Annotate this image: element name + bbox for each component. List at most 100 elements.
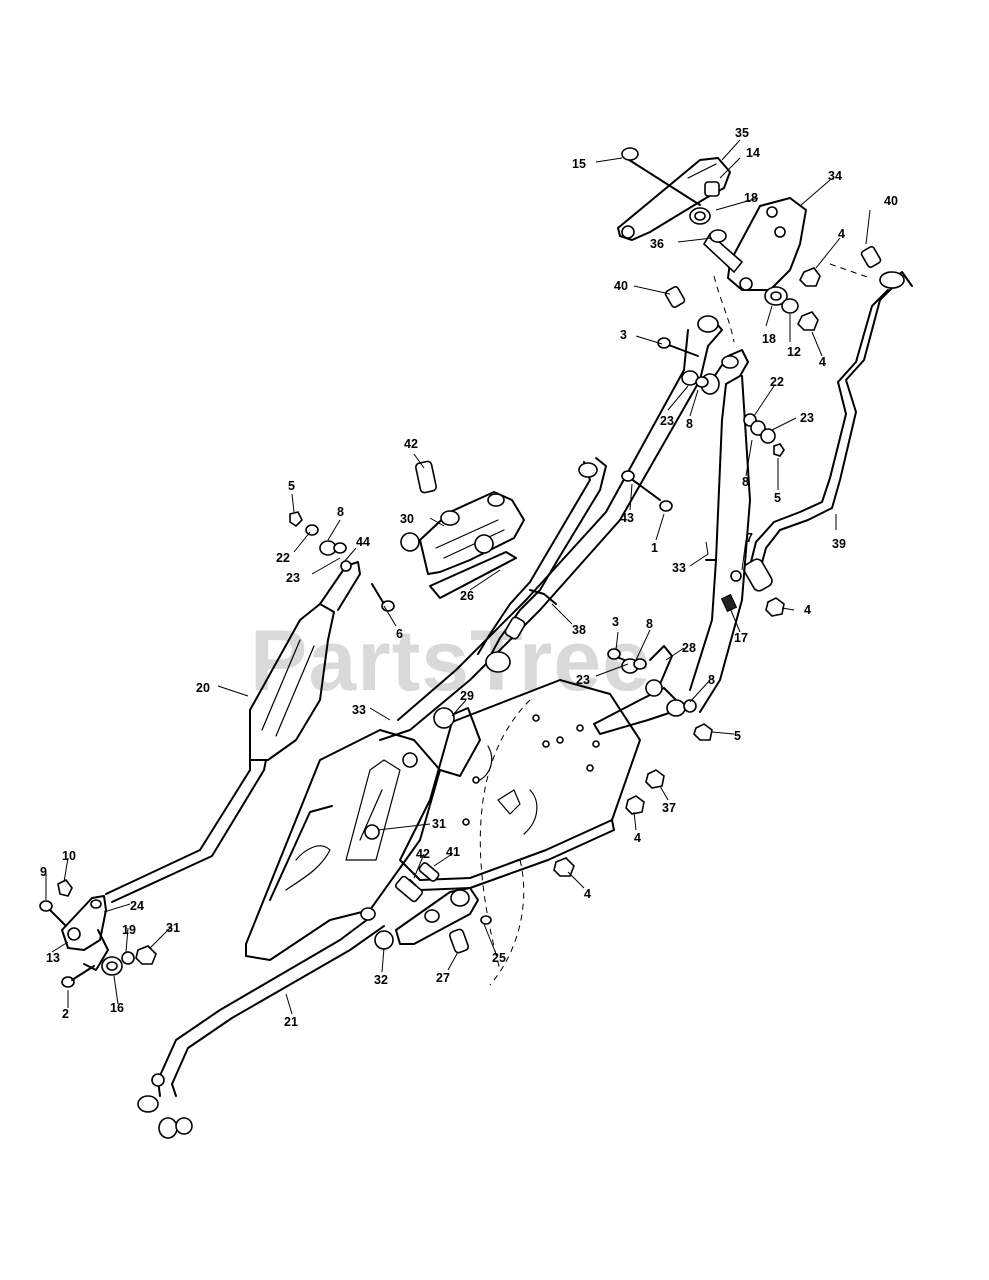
callout-18: 18 (744, 191, 758, 205)
callout-26: 26 (460, 589, 474, 603)
link-25 (395, 887, 492, 945)
callout-10: 10 (62, 849, 76, 863)
nut-4-upper-a (797, 311, 819, 331)
callout-4: 4 (838, 227, 845, 241)
washers-8-23-top (681, 370, 709, 388)
bracket-30 (400, 491, 525, 575)
nut-5-mid (693, 723, 713, 741)
frame-31 (245, 707, 481, 961)
pins-42-41-lower (394, 862, 440, 903)
nut-4-plate-b (553, 857, 575, 877)
callout-23: 23 (660, 414, 674, 428)
callout-38: 38 (572, 623, 586, 637)
washer-12 (781, 298, 799, 314)
hardware-5-8-22-23-left (289, 511, 347, 556)
spacer-14 (704, 181, 720, 197)
callout-23: 23 (576, 673, 590, 687)
deck-plate (399, 679, 641, 986)
nut-10 (57, 878, 73, 897)
callout-31: 31 (166, 921, 180, 935)
bolt-2 (61, 965, 95, 988)
callout-23: 23 (800, 411, 814, 425)
bracket-44 (319, 560, 361, 611)
leader-lines (45, 139, 871, 1015)
callout-16: 16 (110, 1001, 124, 1015)
callout-6: 6 (396, 627, 403, 641)
callout-29: 29 (460, 689, 474, 703)
callout-25: 25 (492, 951, 506, 965)
callout-22: 22 (276, 551, 290, 565)
callout-19: 19 (122, 923, 136, 937)
callout-4: 4 (634, 831, 641, 845)
nut-31-lower (135, 945, 157, 965)
callout-27: 27 (436, 971, 450, 985)
bushing-36 (702, 229, 744, 274)
bracket-28 (593, 645, 697, 735)
pin-40-right (860, 246, 882, 268)
arm-33-right (689, 349, 751, 713)
callout-5: 5 (734, 729, 741, 743)
washer-1 (659, 500, 673, 512)
callout-40: 40 (884, 194, 898, 208)
callout-4: 4 (819, 355, 826, 369)
nut-37 (645, 769, 665, 789)
callout-3: 3 (620, 328, 627, 342)
callout-13: 13 (46, 951, 60, 965)
callout-30: 30 (400, 512, 414, 526)
bolt-7-nut-17 (720, 570, 785, 617)
callout-2: 2 (62, 1007, 69, 1021)
bolt-9 (39, 900, 67, 927)
arm-33-upper (379, 315, 723, 741)
centerline-right (829, 263, 871, 279)
callout-43: 43 (620, 511, 634, 525)
callout-14: 14 (746, 146, 760, 160)
pin-42-upper (415, 460, 437, 494)
bolt-3-top (657, 337, 699, 357)
callout-8: 8 (646, 617, 653, 631)
rod-39 (743, 271, 913, 592)
bushing-32 (374, 930, 394, 950)
bracket-24 (61, 895, 109, 971)
callout-7: 7 (746, 531, 753, 545)
callout-1: 1 (651, 541, 658, 555)
callout-22: 22 (770, 375, 784, 389)
callout-5: 5 (774, 491, 781, 505)
callout-4: 4 (804, 603, 811, 617)
callout-35: 35 (735, 126, 749, 140)
rod-38 (477, 457, 607, 673)
callout-24: 24 (130, 899, 144, 913)
callout-36: 36 (650, 237, 664, 251)
callout-44: 44 (356, 535, 370, 549)
bolt-6 (371, 583, 395, 612)
rod-21 (137, 907, 385, 1139)
callout-labels: 35 14 15 34 40 18 36 4 40 18 12 4 3 23 8… (40, 126, 898, 1029)
callout-8: 8 (686, 417, 693, 431)
callout-32: 32 (374, 973, 388, 987)
nut-4-upper-b (799, 267, 821, 287)
callout-31: 31 (432, 817, 446, 831)
callout-12: 12 (787, 345, 801, 359)
bolt-3-washers-8-23-mid (607, 648, 647, 674)
upper-bracket-35 (617, 157, 731, 241)
callout-37: 37 (662, 801, 676, 815)
callout-5: 5 (288, 479, 295, 493)
callout-40: 40 (614, 279, 628, 293)
spacer-27 (448, 928, 470, 954)
link-26 (429, 551, 517, 599)
callout-4: 4 (584, 887, 591, 901)
bushing-18-upper (689, 207, 711, 225)
handle-plate-20 (105, 603, 335, 903)
bushing-16-19 (101, 951, 135, 976)
callout-34: 34 (828, 169, 842, 183)
callout-28: 28 (682, 641, 696, 655)
callout-9: 9 (40, 865, 47, 879)
washers-22-23-8-right (743, 413, 785, 457)
callout-33: 33 (352, 703, 366, 717)
bolt-43 (621, 470, 661, 501)
callout-33: 33 (672, 561, 686, 575)
callout-39: 39 (832, 537, 846, 551)
callout-21: 21 (284, 1015, 298, 1029)
callout-8: 8 (708, 673, 715, 687)
bushing-18-lower (764, 286, 788, 306)
